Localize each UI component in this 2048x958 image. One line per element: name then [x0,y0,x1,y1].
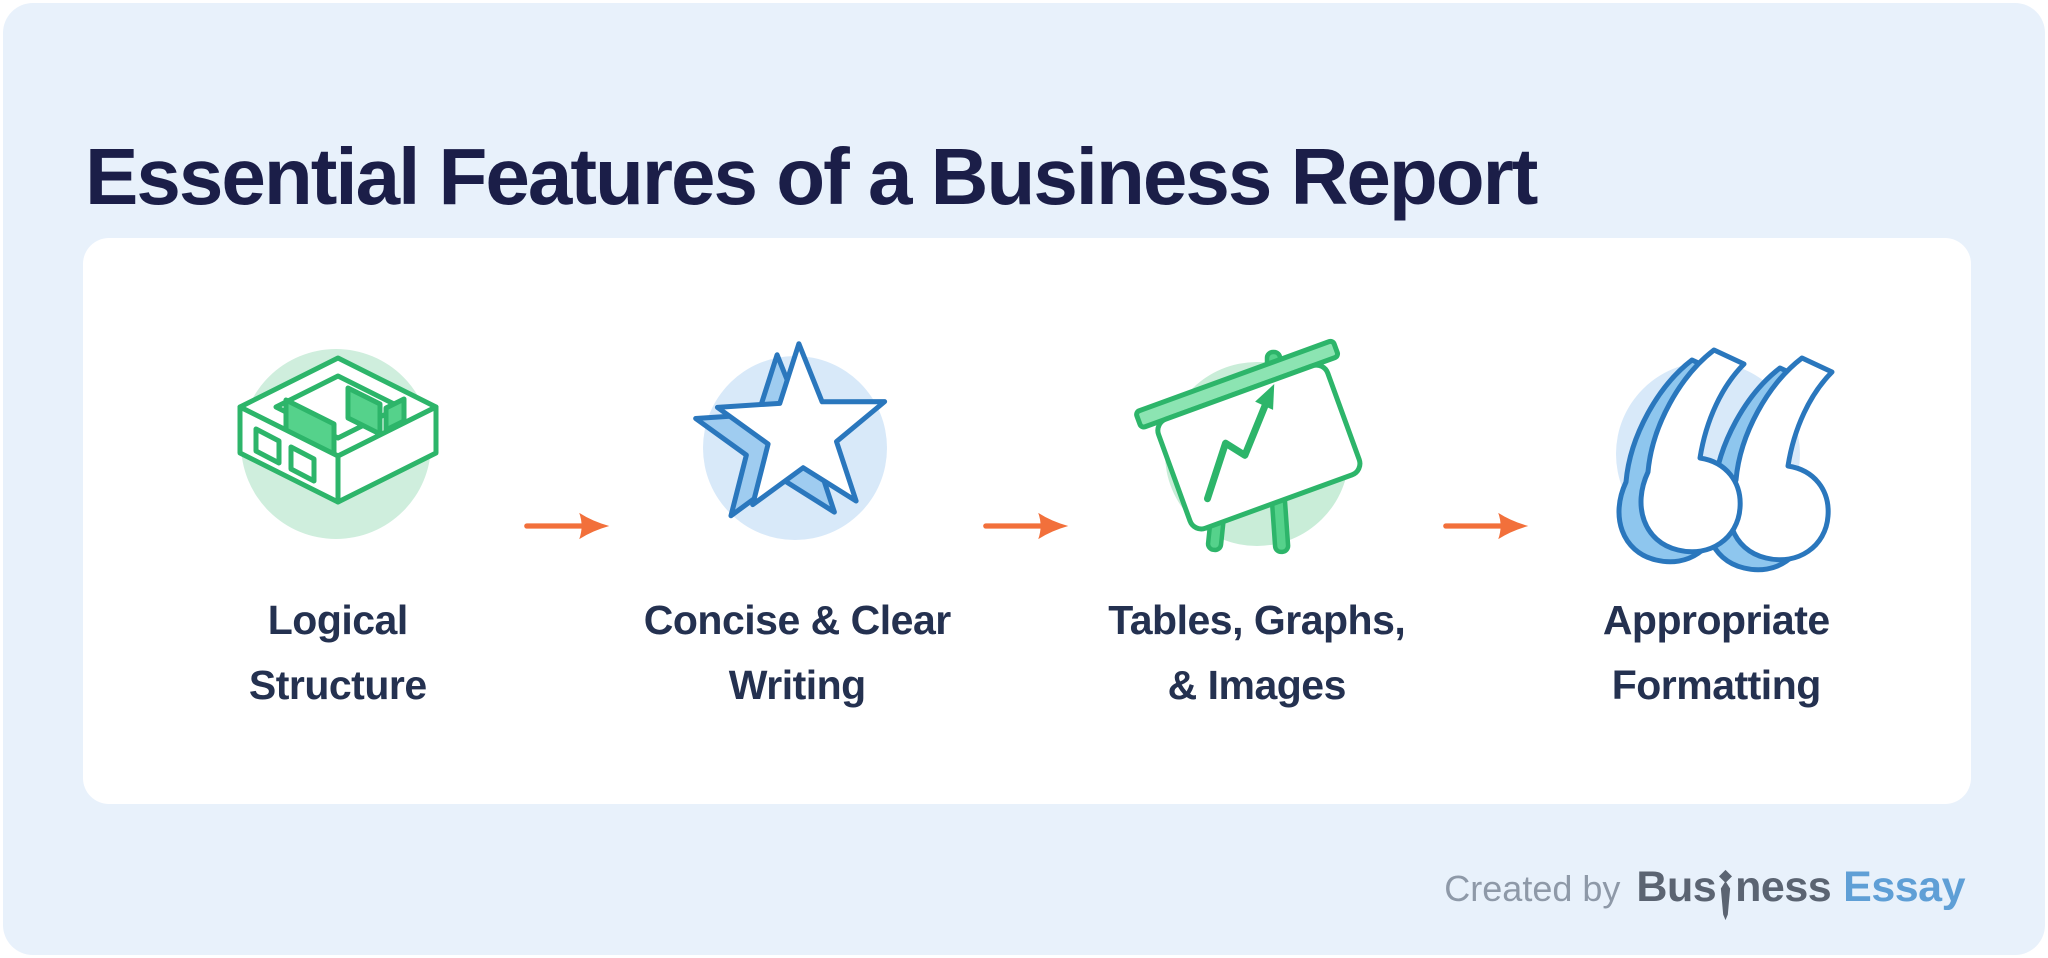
footer-credit: Created by Bus ness Essay [1444,863,1965,921]
features-row: Logical Structure Concise & Clear Writ [83,238,1971,718]
tie-icon [1719,869,1733,921]
star-icon [693,341,888,540]
brand-text-bus: Bus [1636,863,1717,911]
arrow-box-3 [1442,506,1532,546]
brand-text-essay: Essay [1843,863,1965,911]
presentation-chart-icon [1133,338,1363,555]
feature-label: Tables, Graphs, & Images [1108,597,1406,708]
brand-text-ness: ness [1735,863,1832,911]
feature-label: Logical Structure [248,597,427,708]
arrow-box-1 [523,506,613,546]
feature-label: Appropriate Formatting [1602,597,1830,708]
arrow-right-icon [523,512,609,540]
arrow-box-2 [982,506,1072,546]
created-by-text: Created by [1444,868,1621,909]
feature-label: Concise & Clear Writing [643,597,951,708]
infographic-panel: Essential Features of a Business Report [3,3,2045,955]
features-card: Logical Structure Concise & Clear Writ [83,238,1971,804]
feature-appropriate-formatting: Appropriate Formatting [1532,316,1902,718]
arrow-right-icon [1442,512,1528,540]
quotation-marks-icon [1616,316,1846,576]
brand-logo[interactable]: Bus ness Essay [1636,863,1965,921]
arrow-right-icon [983,512,1069,540]
floor-plan-icon [237,349,439,539]
feature-logical-structure: Logical Structure [153,316,523,718]
page-title: Essential Features of a Business Report [85,131,1538,221]
feature-concise-clear-writing: Concise & Clear Writing [613,316,983,718]
feature-tables-graphs-images: Tables, Graphs, & Images [1072,316,1442,718]
